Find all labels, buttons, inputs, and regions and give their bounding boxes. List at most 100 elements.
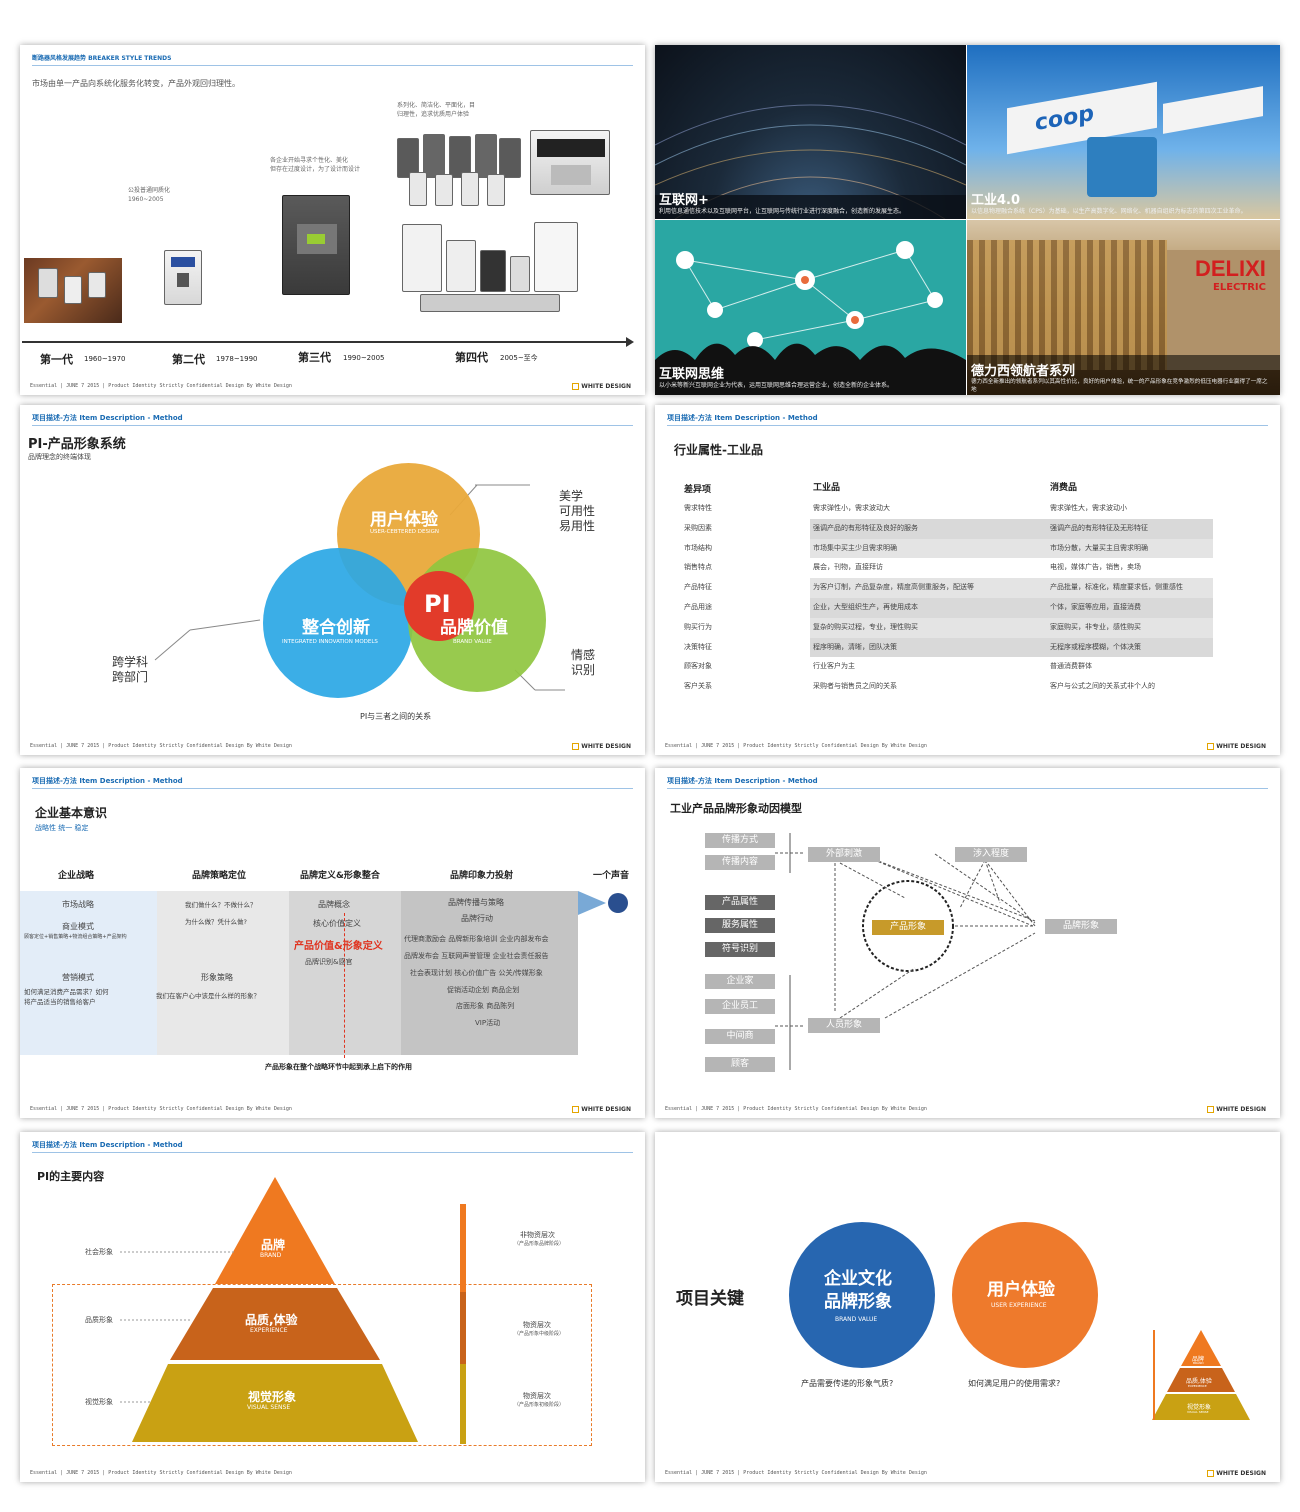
corporate-culture-label: 企业文化	[824, 1269, 892, 1289]
brand-image: 品牌形象	[1045, 919, 1117, 934]
row-label: 市场结构	[684, 543, 712, 552]
white-design-logo: WHITE DESIGN	[1207, 1470, 1266, 1477]
aesthetics-label: 美学	[559, 489, 584, 503]
band-integration	[289, 891, 401, 1055]
text-activities-3: 社会表现计划 核心价值广告 公关/传媒形象	[410, 969, 543, 977]
text-market-strategy: 市场战略	[62, 900, 94, 909]
right-material-1: 物资层次	[523, 1321, 551, 1329]
diagram-caption: PI与三者之间的关系	[360, 712, 432, 721]
tile-title: 互联网思维	[659, 367, 725, 382]
footer: Essential | JUNE 7 2015 | Product Identi…	[665, 1106, 927, 1112]
note-gen1-b: 1960~2005	[128, 196, 164, 203]
gen4-years: 2005~至今	[500, 354, 538, 362]
slide-title: 企业基本意识	[35, 806, 108, 820]
text-brand-identity: 品牌识别&感官	[305, 958, 353, 966]
building-sign-wall: DELIXI ELECTRIC	[1167, 250, 1280, 370]
header-divider	[667, 788, 1268, 789]
logo-text: WHITE DESIGN	[581, 383, 631, 390]
circle-user-experience	[952, 1222, 1098, 1368]
personnel-image: 人员形象	[808, 1018, 880, 1033]
factor-box: 服务属性	[705, 918, 775, 933]
note-gen2: 各企业开始寻求个性化、美化	[270, 157, 349, 164]
factor-box: 顾客	[705, 1057, 775, 1072]
network-lines-graphic	[655, 104, 966, 219]
tile-industry-4: coop 工业4.0 以信息物理融合系统（CPS）为基础，以生产高数字化、网络化…	[967, 45, 1280, 219]
side-social-image: 社会形象	[85, 1248, 113, 1256]
cell: 强调产品的有形特征及良好的服务	[813, 523, 918, 532]
footer: Essential | JUNE 7 2015 | Product Identi…	[30, 383, 292, 389]
text-activities-5: 店面形象 商品陈列	[456, 1002, 515, 1010]
text-marketing-q1: 如何满足消费产品需求？如何	[24, 988, 109, 996]
integration-label: 整合创新	[302, 618, 370, 638]
slide-title: 工业产品品牌形象动因模型	[670, 802, 802, 815]
row-shade	[810, 598, 1213, 618]
user-experience-label: 用户体验	[987, 1280, 1055, 1300]
gen3-breaker	[282, 195, 350, 295]
tile-title: 互联网+	[659, 193, 709, 208]
tile-desc: 以信息物理融合系统（CPS）为基础，以生产高数字化、网络化、机器自组织为标志的第…	[971, 208, 1247, 215]
user-experience-en: USER-CEBTERED DESIGN	[370, 529, 439, 535]
gen1-label: 第一代	[40, 353, 73, 366]
note-gen3-b: 归理性，追求优质用户体验	[397, 111, 470, 118]
factor-list: 传播方式传播内容产品属性服务属性符号识别企业家企业员工中间商顾客	[705, 833, 775, 1083]
slide-title: PI的主要内容	[37, 1170, 105, 1183]
model-connectors	[775, 833, 1036, 1070]
gen4-breakers-top	[395, 130, 525, 210]
table-row: 需求特性需求弹性小，需求波动大需求弹性大，需求波动小	[655, 499, 1280, 519]
right-material-2: 物资层次	[523, 1392, 551, 1400]
user-experience-label: 用户体验	[370, 510, 438, 530]
row-shade	[810, 538, 1213, 559]
col-header-one-voice: 一个声音	[593, 871, 630, 881]
factor-box: 中间商	[705, 1029, 775, 1044]
footer: Essential | JUNE 7 2015 | Product Identi…	[665, 1470, 927, 1476]
cell: 客户与公式之间的关系式非个人的	[1050, 682, 1155, 691]
mini-tier-brand: 品牌	[1192, 1356, 1205, 1363]
table-row: 购买行为复杂的购买过程，专业，理性购买家庭购买，非专业，感性购买	[655, 617, 1280, 638]
slide-header: 项目描述-方法 Item Description - Method	[667, 414, 818, 422]
slide-subtitle: 品牌理念的终端体现	[28, 453, 91, 461]
text-image-strategy-q: 我们在客户心中该是什么样的形象？	[156, 992, 260, 1000]
note-gen1: 公投普通同质化	[128, 187, 171, 194]
slide-title: 行业属性-工业品	[674, 443, 763, 457]
slide-title: 项目关键	[676, 1289, 744, 1309]
pi-label: PI	[424, 590, 451, 618]
slide-header: 项目描述-方法 Item Description - Method	[32, 414, 183, 422]
factor-box: 传播内容	[705, 855, 775, 870]
text-activities-6: VIP活动	[475, 1019, 501, 1027]
text-brand-action: 品牌行动	[461, 914, 493, 923]
logo-text: WHITE DESIGN	[1216, 743, 1266, 750]
cell: 产品批量，标准化，精度要求低，侧重感性	[1050, 583, 1183, 592]
slide-breaker-trends: 断路器风格发展趋势 BREAKER STYLE TRENDS 市场由单一产品向系…	[20, 45, 645, 395]
note-gen3: 系列化、简洁化、平面化，目	[397, 102, 476, 109]
mini-tier-visual-en: VISUAL SENSE	[1187, 1410, 1209, 1414]
factor-box: 产品属性	[705, 895, 775, 910]
col-header-consumer: 消费品	[1050, 483, 1078, 493]
tile-internet-plus: 互联网+ 利用信息通信技术以及互联网平台，让互联网与传统行业进行深度融合，创造新…	[655, 45, 966, 219]
one-voice-dot	[608, 893, 628, 913]
table-row: 客户关系采购者与销售员之间的关系客户与公式之间的关系式非个人的	[655, 677, 1280, 697]
cell: 企业，大型组织生产，再使用成本	[813, 603, 918, 611]
external-stimulus: 外部刺激	[808, 847, 880, 862]
slide-header: 项目描述-方法 Item Description - Method	[667, 777, 818, 785]
cell: 为客户订制，产品复杂度，精度高侧重服务，配送等	[813, 583, 974, 592]
col-header-diff: 差异项	[684, 485, 712, 495]
emotion-label: 情感	[571, 648, 596, 662]
cell: 个体，家庭等应用，直接消费	[1050, 603, 1141, 611]
text-activities-1: 代理商激励会 品牌新形象培训 企业内部发布会	[404, 935, 549, 943]
logo-text: WHITE DESIGN	[581, 743, 631, 750]
col-header-positioning: 品牌策略定位	[192, 871, 247, 881]
row-label: 决策特征	[684, 642, 712, 651]
circle-integrated-innovation	[263, 548, 413, 698]
network-icons-graphic	[655, 241, 966, 395]
table-row: 产品用途企业，大型组织生产，再使用成本个体，家庭等应用，直接消费	[655, 598, 1280, 618]
band-strategy	[20, 891, 157, 1055]
text-business-model-detail: 顾客定位+销售策略+物流组合策略+产品架构	[24, 934, 127, 940]
factor-box: 企业家	[705, 974, 775, 989]
tile-desc: 德力西全新推出的领航者系列以其高性价比，良好的用户体验，统一的产品形象在竞争激烈…	[971, 379, 1268, 393]
cell: 需求弹性小，需求波动大	[813, 504, 890, 512]
side-quality-image: 品质形象	[85, 1316, 113, 1324]
tier-visual: 视觉形象	[248, 1390, 297, 1404]
attributes-table: 需求特性需求弹性小，需求波动大需求弹性大，需求波动小采购因素强调产品的有形特征及…	[655, 499, 1280, 699]
header-divider	[32, 65, 633, 66]
tile-internet-thinking: 互联网思维 以小米等新兴互联网企业为代表，运用互联网思维合理运营企业，创造全新的…	[655, 220, 966, 395]
